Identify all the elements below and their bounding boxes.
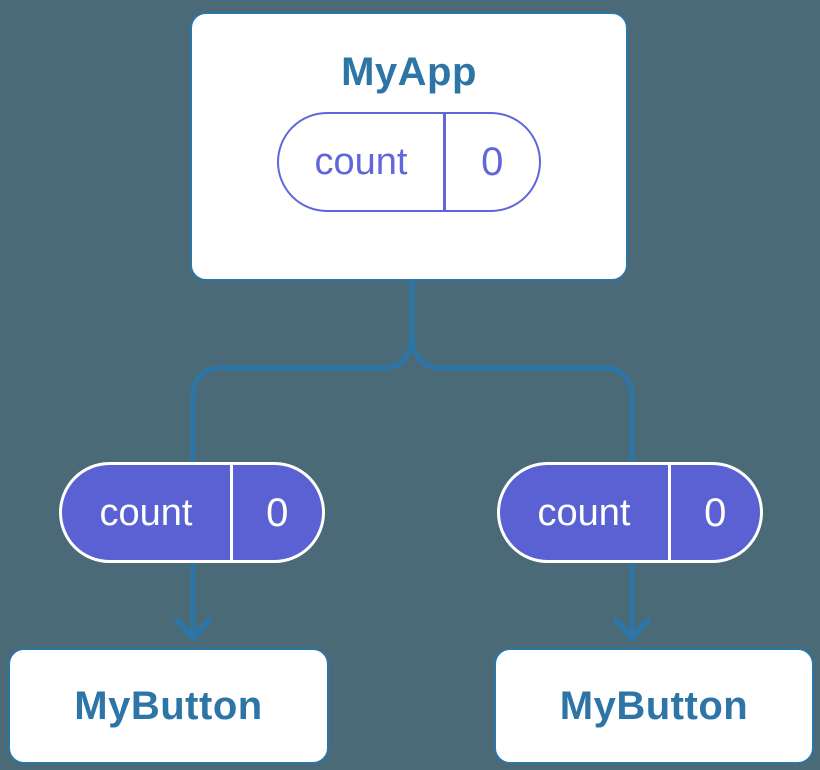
state-value: 0 — [481, 140, 504, 184]
prop-label: count — [537, 491, 631, 534]
prop-pill-left: count 0 — [59, 462, 325, 563]
prop-pill-divider — [230, 465, 233, 560]
component-card-myapp: MyApp count 0 — [190, 12, 628, 281]
prop-pill-divider — [668, 465, 671, 560]
prop-value: 0 — [704, 490, 727, 535]
right-arrow-icon — [613, 617, 651, 643]
component-card-mybutton-left: MyButton — [8, 648, 329, 764]
state-pill-divider — [443, 114, 446, 210]
left-arrow-icon — [174, 617, 212, 643]
prop-pill-right: count 0 — [497, 462, 763, 563]
component-title: MyButton — [559, 684, 749, 728]
left-branch-line — [190, 331, 415, 634]
prop-label: count — [99, 491, 193, 534]
state-label: count — [314, 141, 408, 183]
component-title: MyButton — [74, 684, 263, 728]
component-title: MyApp — [341, 50, 477, 94]
prop-value: 0 — [266, 490, 289, 535]
component-card-mybutton-right: MyButton — [494, 648, 814, 764]
state-pill: count 0 — [277, 112, 541, 212]
right-branch-line — [409, 331, 635, 634]
